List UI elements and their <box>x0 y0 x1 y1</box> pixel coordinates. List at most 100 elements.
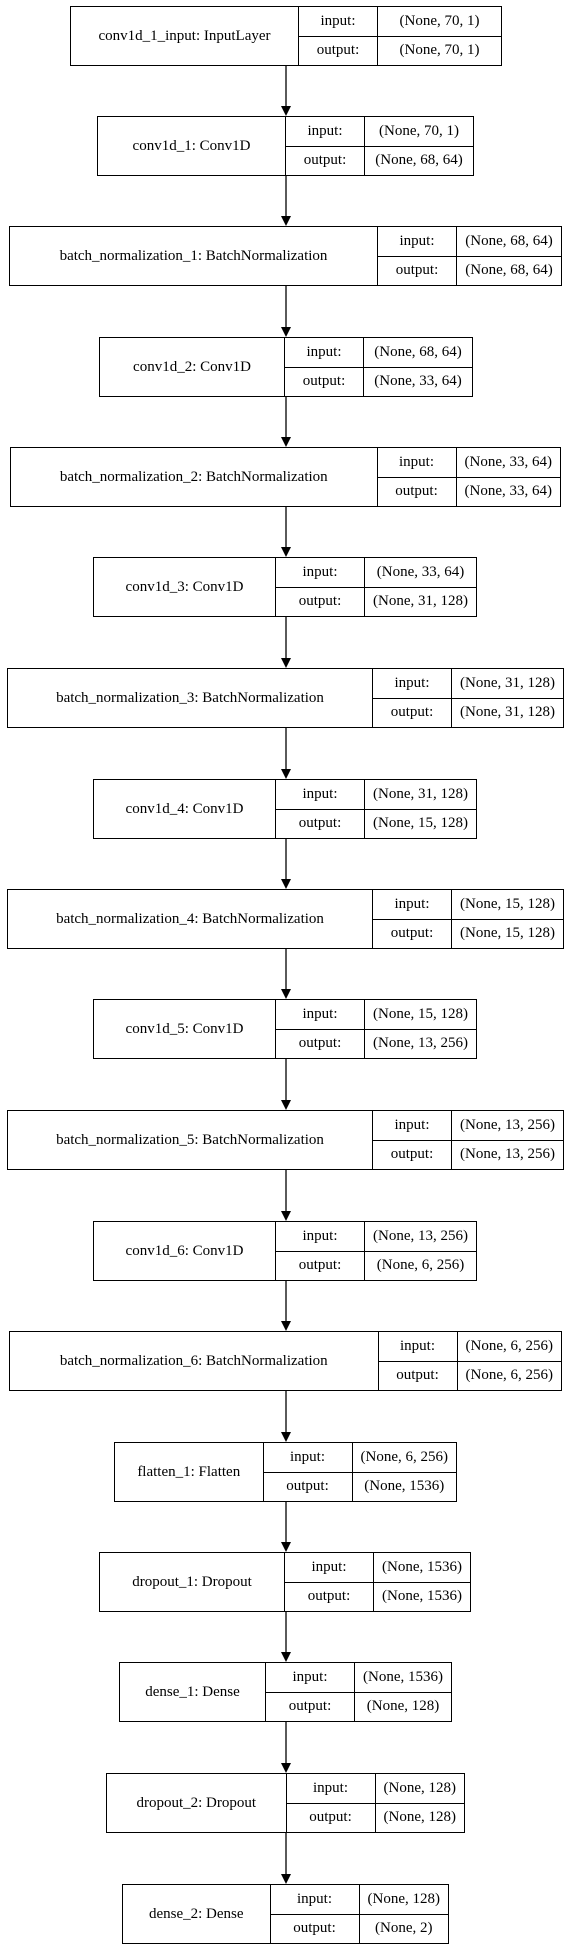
edge-arrowhead <box>281 437 291 447</box>
output-shape: (None, 128) <box>366 1698 440 1715</box>
edge-arrowhead <box>281 1763 291 1773</box>
edge-arrowhead <box>281 1874 291 1884</box>
layer-name: batch_normalization_6: BatchNormalizatio… <box>10 1332 379 1390</box>
input-row: input:(None, 13, 256) <box>276 1222 476 1251</box>
input-shape: (None, 1536) <box>363 1668 443 1685</box>
input-shape: (None, 15, 128) <box>460 895 555 912</box>
layer-shapes: input:(None, 31, 128)output:(None, 31, 1… <box>373 669 563 727</box>
layer-shapes: input:(None, 13, 256)output:(None, 6, 25… <box>276 1222 476 1280</box>
layer-name: flatten_1: Flatten <box>115 1443 264 1501</box>
output-label: output: <box>266 1692 356 1721</box>
output-row: output:(None, 31, 128) <box>373 697 563 727</box>
input-label: input: <box>285 1553 375 1582</box>
edge-arrowhead <box>281 769 291 779</box>
input-label: input: <box>378 448 457 477</box>
edge-arrowhead <box>281 1652 291 1662</box>
output-label: output: <box>379 1361 458 1390</box>
layer-shapes: input:(None, 1536)output:(None, 128) <box>266 1663 451 1721</box>
layer-shapes: input:(None, 70, 1)output:(None, 70, 1) <box>299 7 501 65</box>
input-shape: (None, 31, 128) <box>460 674 555 691</box>
edge-arrowhead <box>281 989 291 999</box>
layer-name: batch_normalization_5: BatchNormalizatio… <box>8 1111 374 1169</box>
output-shape: (None, 128) <box>383 1809 456 1826</box>
input-label: input: <box>373 1111 453 1140</box>
input-shape: (None, 13, 256) <box>373 1227 468 1244</box>
layer-name: conv1d_3: Conv1D <box>94 558 277 616</box>
output-label: output: <box>264 1472 353 1501</box>
layer-name: dropout_2: Dropout <box>107 1774 287 1832</box>
output-row: output:(None, 31, 128) <box>276 586 476 616</box>
input-row: input: (None, 6, 256) <box>379 1332 561 1361</box>
input-label: input: <box>287 1774 376 1803</box>
output-label: output: <box>285 367 364 396</box>
output-row: output:(None, 2) <box>270 1913 448 1943</box>
edge-arrowhead <box>281 106 291 116</box>
input-row: input:(None, 128) <box>287 1774 464 1803</box>
output-row: output:(None, 70, 1) <box>299 35 501 65</box>
output-label: output: <box>373 1140 453 1169</box>
output-shape: (None, 6, 256) <box>376 1257 465 1274</box>
input-shape: (None, 15, 128) <box>373 1005 468 1022</box>
edge-arrowhead <box>281 1542 291 1552</box>
input-row: input: (None, 33, 64) <box>378 448 560 477</box>
output-shape: (None, 68, 64) <box>465 262 553 279</box>
input-shape: (None, 33, 64) <box>464 453 552 470</box>
output-label: output: <box>276 587 366 616</box>
layer-shapes: input:(None, 13, 256)output: (None, 13, 2… <box>373 1111 563 1169</box>
input-row: input:(None, 13, 256) <box>373 1111 563 1140</box>
input-label: input: <box>285 338 364 367</box>
input-row: input:(None, 70, 1) <box>299 7 501 36</box>
input-label: input: <box>373 890 453 919</box>
layer-name: conv1d_2: Conv1D <box>100 338 285 396</box>
layer-shapes: input:(None, 33, 64)output:(None, 31, 12… <box>276 558 476 616</box>
output-row: output: (None, 128) <box>286 1802 464 1832</box>
edge-arrowhead <box>281 216 291 226</box>
input-row: input:(None, 70, 1) <box>286 117 473 146</box>
layer-shapes: input:(None, 33, 64)output:(None, 33, 64… <box>377 448 560 506</box>
output-shape: (None, 68, 64) <box>375 152 463 169</box>
input-row: input:(None, 31, 128) <box>276 780 476 809</box>
output-shape: (None, 15, 128) <box>373 815 468 832</box>
output-shape: (None, 1536) <box>382 1588 462 1605</box>
input-shape: (None, 6, 256) <box>465 1337 553 1354</box>
output-label: output: <box>285 1582 375 1611</box>
output-shape: (None, 31, 128) <box>460 704 555 721</box>
output-row: output:(None, 15, 128) <box>373 918 563 948</box>
layer-shapes: input:(None, 68, 64)output:(None, 33, 64… <box>285 338 472 396</box>
input-shape: (None, 68, 64) <box>465 232 553 249</box>
output-label: output: <box>271 1914 360 1943</box>
output-shape: (None, 6, 256) <box>465 1367 553 1384</box>
output-label: output: <box>287 1803 376 1832</box>
input-row: input:(None, 6, 256) <box>264 1443 456 1472</box>
input-row: input: (None, 15, 128) <box>276 1000 476 1029</box>
layer-shapes: input: (None, 15, 128) output:(None, 13, 2… <box>276 1000 476 1058</box>
input-row: input: (None, 15, 128) <box>373 890 563 919</box>
layer-shapes: input:(None, 128)output: (None, 128) <box>286 1774 464 1832</box>
layer-name: conv1d_5: Conv1D <box>94 1000 277 1058</box>
input-label: input: <box>264 1443 353 1472</box>
output-shape: (None, 13, 256) <box>373 1035 468 1052</box>
input-label: input: <box>379 1332 458 1361</box>
input-label: input: <box>276 1000 366 1029</box>
input-row: input:(None, 31, 128) <box>373 669 563 698</box>
output-shape: (None, 15, 128) <box>460 925 555 942</box>
layer-name: dropout_1: Dropout <box>100 1553 286 1611</box>
layer-shapes: input:(None, 128)output:(None, 2) <box>270 1885 448 1943</box>
layer-node: batch_normalization_5: BatchNormalizatio… <box>7 1110 564 1170</box>
output-shape: (None, 13, 256) <box>460 1146 555 1163</box>
layer-node: batch_normalization_4: BatchNormalizatio… <box>7 889 564 949</box>
layer-node: batch_normalization_3: BatchNormalizatio… <box>7 668 564 728</box>
input-label: input: <box>276 780 366 809</box>
output-row: output:(None, 13, 256) <box>276 1028 476 1058</box>
input-label: input: <box>299 7 378 36</box>
output-label: output: <box>276 809 366 838</box>
input-shape: (None, 70, 1) <box>379 122 459 139</box>
